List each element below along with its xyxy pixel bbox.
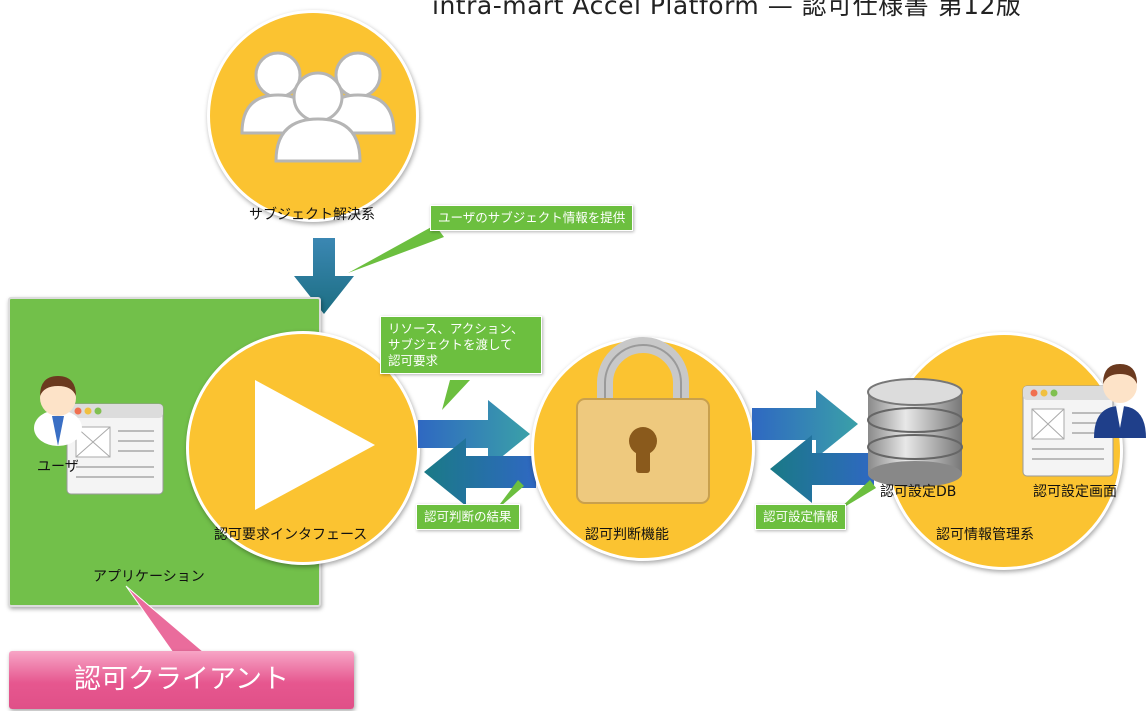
callout-settings-info: 認可設定情報 xyxy=(755,504,847,530)
application-label: アプリケーション xyxy=(93,569,205,585)
subject-resolver-label: サブジェクト解決系 xyxy=(249,207,375,223)
auth-settings-screen-label: 認可設定画面 xyxy=(1033,484,1117,500)
right-arrow-to-db xyxy=(752,390,858,458)
auth-client-banner: 認可クライアント xyxy=(9,651,354,709)
padlock-icon xyxy=(576,337,710,504)
callout-request-line2: サブジェクトを渡して xyxy=(388,337,513,352)
callout-request: リソース、アクション、 サブジェクトを渡して 認可要求 xyxy=(380,316,542,374)
callout-pointer-2 xyxy=(442,380,470,410)
page-title: intra-mart Accel Platform — 認可仕様書 第12版 xyxy=(432,0,1022,20)
user-label: ユーザ xyxy=(37,459,79,475)
callout-request-line1: リソース、アクション、 xyxy=(388,321,524,336)
left-arrow-result xyxy=(424,438,536,506)
callout-request-line3: 認可要求 xyxy=(388,353,439,368)
right-arrow-request xyxy=(418,400,530,468)
callout-provide-subject: ユーザのサブジェクト情報を提供 xyxy=(430,205,634,231)
window-icon xyxy=(66,403,164,495)
auth-info-management-label: 認可情報管理系 xyxy=(936,527,1034,543)
auth-request-interface-label: 認可要求インタフェース xyxy=(214,527,368,543)
person-icon xyxy=(1094,364,1146,438)
callout-pointer xyxy=(348,225,444,273)
auth-settings-db-label: 認可設定DB xyxy=(880,484,957,500)
window-icon xyxy=(1022,385,1114,477)
down-arrow xyxy=(294,238,354,314)
database-icon xyxy=(867,378,963,487)
users-icon xyxy=(240,51,396,163)
person-icon xyxy=(34,376,82,446)
play-icon xyxy=(255,380,375,510)
client-pointer xyxy=(125,585,208,655)
callout-decision-result: 認可判断の結果 xyxy=(416,504,520,530)
auth-decision-label: 認可判断機能 xyxy=(585,527,669,543)
left-arrow-settings xyxy=(770,435,874,503)
